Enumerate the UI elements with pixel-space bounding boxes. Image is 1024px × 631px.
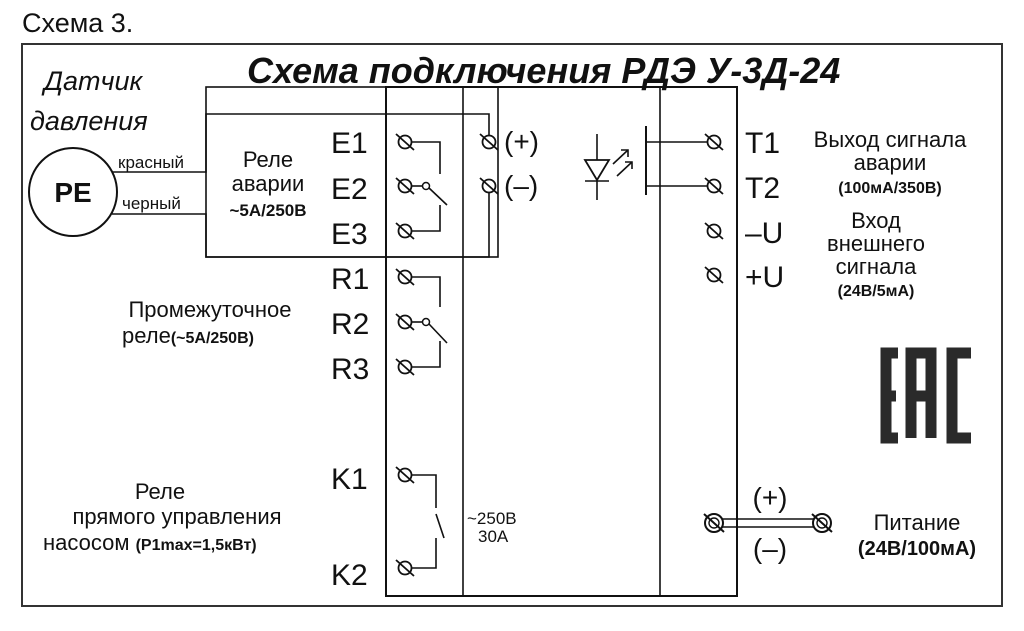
terminal-label-e3: E3 [331, 218, 368, 251]
screw-terminal-icon [395, 133, 415, 151]
sensor-title-line1: Датчик [41, 66, 144, 96]
screw-terminal-icon [703, 513, 725, 533]
terminal-label-r2: R2 [331, 308, 369, 341]
terminal-label-t1: T1 [745, 127, 780, 160]
alarm-relay-rating: ~5A/250B [229, 201, 306, 220]
relay-contact-icon [412, 276, 448, 368]
sensor-terminal-minus-label: (–) [504, 170, 538, 201]
screw-terminal-icon [395, 268, 415, 286]
screw-terminal-icon [395, 559, 415, 577]
terminal-label-minus-u: –U [745, 217, 783, 250]
terminal-label-e2: E2 [331, 173, 368, 206]
terminal-label-r1: R1 [331, 263, 369, 296]
sensor-title-line2: давления [30, 106, 148, 136]
intermediate-relay-label-line1: Промежуточное [128, 297, 291, 322]
power-minus-label: (–) [753, 533, 787, 564]
scheme-caption: Схема 3. [22, 8, 133, 38]
pump-relay-rating: (P1max=1,5кВт) [136, 537, 257, 554]
pump-contact-rating-line1: ~250В [467, 509, 517, 528]
screw-terminal-icon [704, 177, 724, 195]
external-input-label-line3: сигнала [836, 254, 918, 279]
screw-terminal-icon [479, 177, 499, 195]
sensor-symbol: PE [54, 177, 91, 208]
optocoupler-icon [583, 126, 707, 200]
external-input-label-line2: внешнего [827, 231, 925, 256]
screw-terminal-icon [704, 222, 724, 240]
alarm-output-label-line2: аварии [854, 150, 927, 175]
pump-relay-label-line3: насосом (P1max=1,5кВт) [43, 530, 257, 555]
terminal-label-k1: K1 [331, 463, 368, 496]
power-plus-label: (+) [753, 482, 788, 513]
relay-contact-icon [412, 474, 445, 569]
alarm-output-rating: (100мА/350В) [838, 180, 941, 197]
pump-relay-label-word: насосом [43, 530, 136, 555]
terminal-block [385, 86, 738, 597]
terminal-label-r3: R3 [331, 353, 369, 386]
screw-terminal-icon [395, 313, 415, 331]
intermediate-relay-label-word: реле [122, 323, 171, 348]
external-input-label-line1: Вход [851, 208, 901, 233]
screw-terminal-icon [479, 133, 499, 151]
pressure-sensor-icon [28, 147, 118, 237]
diagram-title: Схема подключения РДЭ У-3Д-24 [247, 50, 840, 91]
screw-terminal-icon [395, 222, 415, 240]
screw-terminal-icon [395, 466, 415, 484]
power-rating: (24В/100мА) [858, 538, 976, 560]
screw-terminal-icon [704, 133, 724, 151]
external-input-rating: (24В/5мА) [838, 283, 915, 300]
alarm-relay-label-line2: аварии [232, 171, 305, 196]
screw-terminal-icon [811, 513, 833, 533]
terminal-label-plus-u: +U [745, 261, 784, 294]
intermediate-relay-label-line2: реле(~5A/250B) [122, 323, 254, 348]
wire-red-label: красный [118, 153, 184, 172]
pump-relay-label-line1: Реле [135, 479, 185, 504]
terminal-label-t2: T2 [745, 172, 780, 205]
sensor-terminal-plus-label: (+) [504, 126, 539, 157]
power-label: Питание [874, 510, 961, 535]
alarm-output-label-line1: Выход сигнала [814, 127, 967, 152]
wire-black-label: черный [122, 194, 181, 213]
screw-terminal-icon [395, 177, 415, 195]
intermediate-relay-rating: (~5A/250B) [171, 330, 254, 347]
alarm-relay-label-line1: Реле [243, 147, 293, 172]
screw-terminal-icon [704, 266, 724, 284]
terminal-label-e1: E1 [331, 127, 368, 160]
eac-mark-icon [880, 347, 971, 444]
pump-contact-rating-line2: 30А [478, 527, 509, 546]
alarm-relay-group-frame [205, 86, 499, 258]
pump-relay-label-line2: прямого управления [72, 504, 281, 529]
relay-contact-icon [412, 141, 448, 232]
outer-frame [21, 43, 1003, 607]
screw-terminal-icon [395, 358, 415, 376]
terminal-label-k2: K2 [331, 559, 368, 592]
